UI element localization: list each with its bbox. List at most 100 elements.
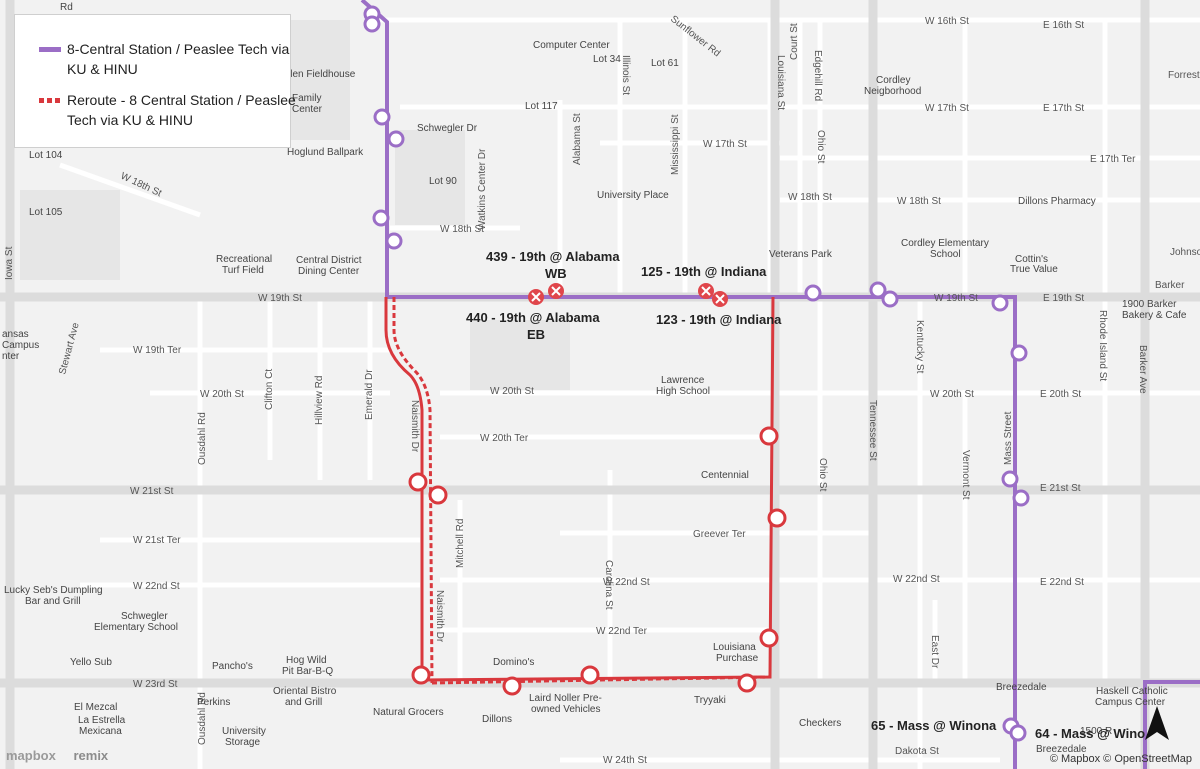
street-label: E 22nd St bbox=[1040, 577, 1084, 588]
route-stop bbox=[991, 294, 1009, 312]
street-label: W 21st Ter bbox=[133, 535, 181, 546]
reroute-stop bbox=[408, 472, 428, 492]
map-attribution[interactable]: © Mapbox © OpenStreetMap bbox=[1049, 753, 1192, 765]
street-label: Court St bbox=[789, 23, 800, 60]
poi-label: Cordley Elementary bbox=[901, 238, 989, 249]
route-stop bbox=[363, 15, 381, 33]
closed-stop-label: WB bbox=[545, 266, 567, 281]
street-label: W 17th St bbox=[925, 103, 969, 114]
route-stop bbox=[387, 130, 405, 148]
route-stop bbox=[881, 290, 899, 308]
street-label: W 17th St bbox=[703, 139, 747, 150]
poi-label: Campus Center bbox=[1095, 697, 1166, 708]
street-label: Ohio St bbox=[815, 130, 826, 164]
street-label: W 18th St bbox=[788, 192, 832, 203]
poi-label: Checkers bbox=[799, 718, 841, 729]
poi-label: Turf Field bbox=[222, 265, 264, 276]
poi-label: Neigborhood bbox=[864, 86, 921, 97]
reroute-stop bbox=[502, 676, 522, 696]
street-label: Johnso bbox=[1170, 247, 1200, 258]
street-label: Mass Street bbox=[1003, 411, 1014, 465]
closed-stop-icon bbox=[528, 289, 544, 305]
legend-label: 8-Central Station / Peaslee Tech via KU … bbox=[67, 41, 290, 77]
legend-label: Reroute - 8 Central Station / Peaslee Te… bbox=[67, 92, 296, 128]
poi-label: Centennial bbox=[701, 470, 749, 481]
poi-label: 1500 R bbox=[1080, 726, 1112, 737]
poi-label: Mexicana bbox=[79, 726, 122, 737]
route-stop bbox=[1010, 344, 1028, 362]
poi-label: Recreational bbox=[216, 254, 272, 265]
poi-label: Oriental Bistro bbox=[273, 686, 337, 697]
poi-label: Center bbox=[292, 104, 323, 115]
poi-label: Dining Center bbox=[298, 266, 360, 277]
street-label: E 19th St bbox=[1043, 293, 1084, 304]
poi-label: Pancho's bbox=[212, 661, 253, 672]
street-label: Dakota St bbox=[895, 746, 939, 757]
reroute-stop bbox=[737, 673, 757, 693]
street-label: W 20th Ter bbox=[480, 433, 529, 444]
poi-label: Lot 105 bbox=[29, 207, 63, 218]
reroute-stops[interactable] bbox=[408, 426, 787, 696]
closed-stops[interactable] bbox=[528, 283, 728, 307]
poi-label: University bbox=[222, 726, 266, 737]
poi-label: Computer Center bbox=[533, 40, 610, 51]
poi-label: Breezedale bbox=[996, 682, 1047, 693]
poi-label: Lot 61 bbox=[651, 58, 679, 69]
route-stop bbox=[1001, 470, 1019, 488]
route-8-stops[interactable] bbox=[363, 5, 1030, 742]
street-label: Mitchell Rd bbox=[455, 519, 466, 568]
poi-label: Louisiana bbox=[713, 642, 756, 653]
street-label: E 21st St bbox=[1040, 483, 1081, 494]
poi-label: Dillons bbox=[482, 714, 512, 725]
poi-label: Bar and Grill bbox=[25, 596, 81, 607]
closed-stop-label: 439 - 19th @ Alabama bbox=[486, 249, 620, 264]
route-stop bbox=[804, 284, 822, 302]
poi-label: Hog Wild bbox=[286, 655, 327, 666]
mapbox-logo: mapbox bbox=[6, 748, 56, 763]
poi-label: Perkins bbox=[197, 697, 230, 708]
street-label: Ousdahl Rd bbox=[197, 692, 208, 745]
route-stop bbox=[385, 232, 403, 250]
street-label: East Dr bbox=[929, 635, 940, 669]
route-stop bbox=[1009, 724, 1027, 742]
street-label: Vermont St bbox=[960, 450, 971, 500]
poi-label: 1900 Barker bbox=[1122, 299, 1177, 310]
street-label: E 17th St bbox=[1043, 103, 1084, 114]
poi-label: Purchase bbox=[716, 653, 759, 664]
street-label: Ousdahl Rd bbox=[197, 412, 208, 465]
street-label: W 20th St bbox=[200, 389, 244, 400]
poi-label: True Value bbox=[1010, 264, 1058, 275]
poi-label: Lot 117 bbox=[525, 101, 558, 112]
poi-label: Dillons Pharmacy bbox=[1018, 196, 1096, 207]
street-label: Rhode Island St bbox=[1097, 310, 1108, 381]
poi-label: Lucky Seb's Dumpling bbox=[4, 585, 103, 596]
street-label: W 23rd St bbox=[133, 679, 178, 690]
route-stop bbox=[1012, 489, 1030, 507]
poi-label: owned Vehicles bbox=[531, 704, 601, 715]
street-label: W 22nd St bbox=[893, 574, 940, 585]
street-label: W 22nd St bbox=[133, 581, 180, 592]
street-label: Forrest bbox=[1168, 70, 1200, 81]
reroute-line[interactable] bbox=[384, 296, 775, 685]
closed-stop-icon bbox=[548, 283, 564, 299]
route-stop bbox=[372, 209, 390, 227]
street-label: Alabama St bbox=[572, 113, 583, 165]
poi-label: Lot 104 bbox=[29, 150, 63, 161]
poi-label: Hoglund Ballpark bbox=[287, 147, 364, 158]
street-label: Iowa St bbox=[4, 246, 15, 280]
poi-label: nter bbox=[2, 351, 20, 362]
stop-label: 64 - Mass @ Wino bbox=[1035, 726, 1145, 741]
poi-label: Storage bbox=[225, 737, 260, 748]
poi-label: Lot 34 bbox=[593, 54, 621, 65]
poi-label: Central District bbox=[296, 255, 362, 266]
stop-labels: 439 - 19th @ Alabama WB 440 - 19th @ Ala… bbox=[466, 249, 1145, 741]
poi-label: School bbox=[930, 249, 961, 260]
street-label: Greever Ter bbox=[693, 529, 746, 540]
street-label: Kentucky St bbox=[914, 320, 925, 374]
street-label: Barker bbox=[1155, 280, 1185, 291]
reroute-stop bbox=[759, 426, 779, 446]
poi-label: Tryyaki bbox=[694, 695, 726, 706]
street-label: W 16th St bbox=[925, 16, 969, 27]
street-label: W 24th St bbox=[603, 755, 647, 766]
